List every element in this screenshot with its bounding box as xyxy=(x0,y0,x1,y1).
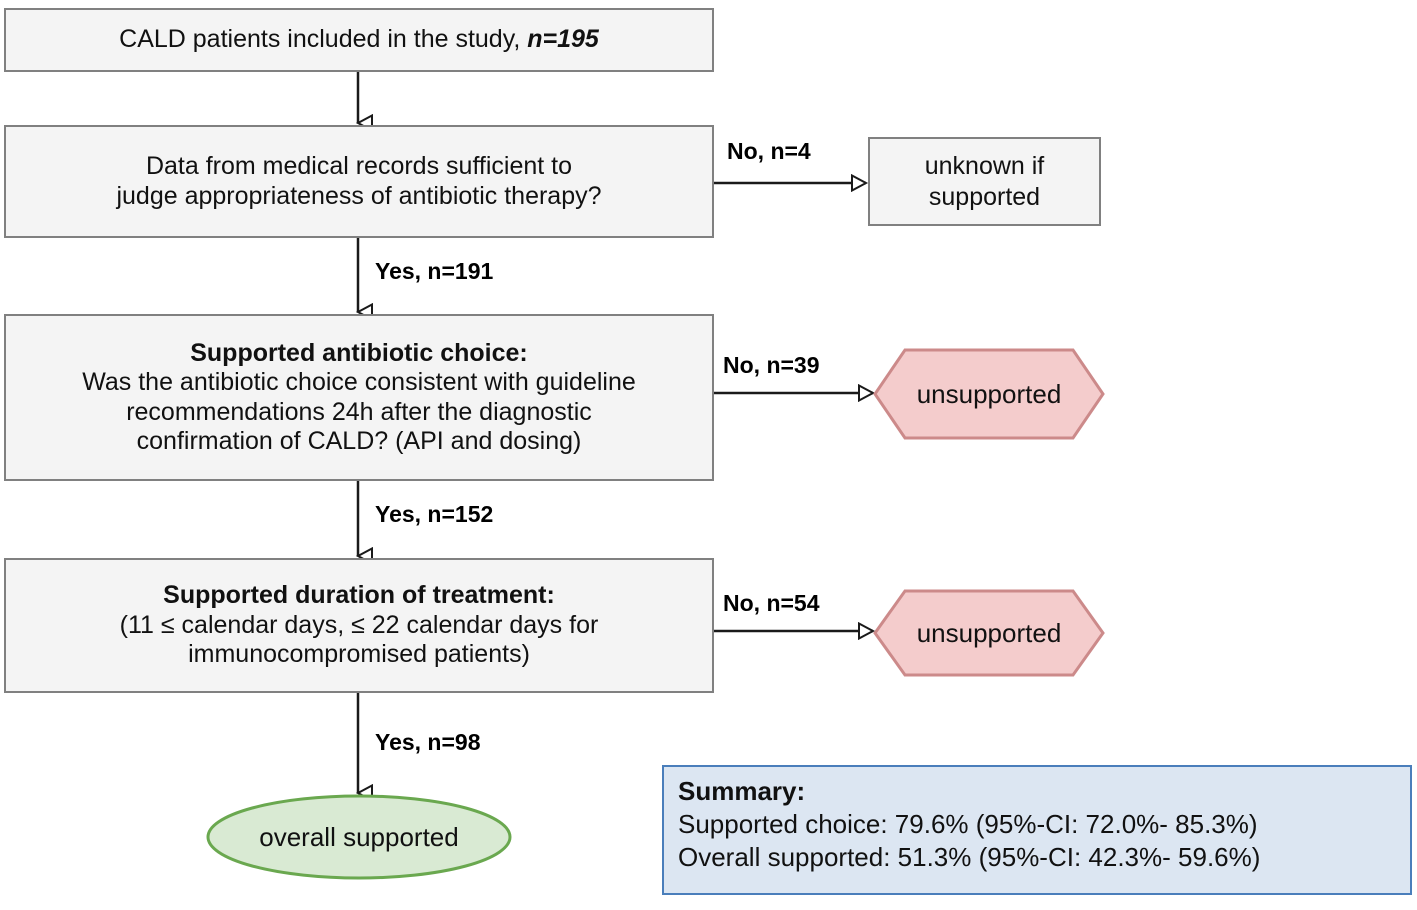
node-overall-supported-label: overall supported xyxy=(259,821,459,852)
node-decision-choice-heading: Supported antibiotic choice: xyxy=(190,338,528,367)
node-overall-supported[interactable]: overall supported xyxy=(205,793,513,881)
edge-label-no-choice: No, n=39 xyxy=(723,352,820,378)
summary-box[interactable]: Summary: Supported choice: 79.6% (95%-CI… xyxy=(662,765,1412,895)
node-decision-choice-line3: confirmation of CALD? (API and dosing) xyxy=(136,427,582,455)
node-start-label: CALD patients included in the study, n=1… xyxy=(119,25,599,55)
node-decision-choice-line1: Was the antibiotic choice consistent wit… xyxy=(82,368,636,396)
node-unknown-line2: supported xyxy=(928,182,1041,211)
node-unsupported-choice-label: unsupported xyxy=(916,378,1062,409)
edge-label-yes-duration: Yes, n=98 xyxy=(375,729,481,755)
node-start-count: n=195 xyxy=(527,25,599,54)
edge-label-no-data: No, n=4 xyxy=(727,138,811,164)
edge-label-yes-choice: Yes, n=152 xyxy=(375,501,494,527)
node-decision-data[interactable]: Data from medical records sufficient to … xyxy=(4,125,714,238)
node-start[interactable]: CALD patients included in the study, n=1… xyxy=(4,8,714,72)
summary-title: Summary: xyxy=(678,776,806,806)
node-decision-choice-label: Supported antibiotic choice: Was the ant… xyxy=(82,339,636,457)
node-decision-data-label: Data from medical records sufficient to … xyxy=(116,152,601,211)
node-decision-duration[interactable]: Supported duration of treatment: (11 ≤ c… xyxy=(4,558,714,693)
node-decision-duration-line2: immunocompromised patients) xyxy=(188,640,530,669)
node-unsupported-duration[interactable]: unsupported xyxy=(873,589,1105,677)
node-unsupported-duration-label: unsupported xyxy=(916,617,1062,648)
node-decision-antibiotic-choice[interactable]: Supported antibiotic choice: Was the ant… xyxy=(4,314,714,481)
node-decision-duration-label: Supported duration of treatment: (11 ≤ c… xyxy=(120,581,599,670)
edge-label-no-duration: No, n=54 xyxy=(723,590,820,616)
node-decision-duration-heading: Supported duration of treatment: xyxy=(163,581,555,610)
node-decision-data-line2: judge appropriateness of antibiotic ther… xyxy=(116,181,602,210)
node-unknown-line1: unknown if xyxy=(924,152,1045,180)
node-unsupported-choice[interactable]: unsupported xyxy=(873,348,1105,440)
node-unknown-if-supported[interactable]: unknown if supported xyxy=(868,137,1101,226)
edge-label-yes-data: Yes, n=191 xyxy=(375,258,494,284)
node-unknown-label: unknown if supported xyxy=(925,151,1045,212)
node-start-text: CALD patients included in the study, xyxy=(119,25,528,54)
summary-line-supported-choice: Supported choice: 79.6% (95%-CI: 72.0%- … xyxy=(678,808,1258,839)
node-decision-choice-line2: recommendations 24h after the diagnostic xyxy=(126,397,592,426)
node-decision-duration-line1: (11 ≤ calendar days, ≤ 22 calendar days … xyxy=(119,610,599,639)
node-decision-data-line1: Data from medical records sufficient to xyxy=(145,152,573,180)
summary-line-overall-supported: Overall supported: 51.3% (95%-CI: 42.3%-… xyxy=(678,841,1261,872)
